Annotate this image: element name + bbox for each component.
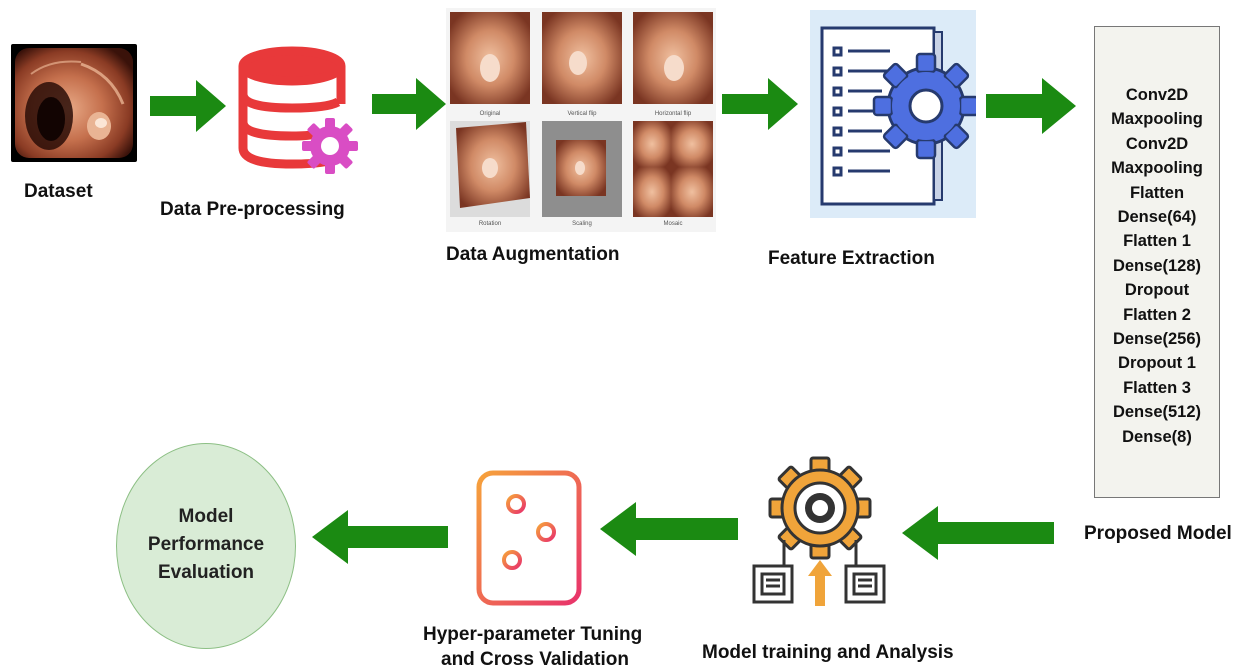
flow-arrow-3 (722, 78, 798, 130)
model-layer: Dense(8) (1122, 427, 1192, 446)
flow-arrow-5 (902, 506, 1054, 560)
aug-caption-mosaic: Mosaic (663, 221, 683, 227)
flow-arrow-6 (600, 502, 738, 556)
tuning-label-line1: Hyper-parameter Tuning (423, 624, 643, 645)
feature-extraction-label: Feature Extraction (768, 248, 935, 269)
model-layer: Dropout (1124, 281, 1190, 300)
preprocessing-label: Data Pre-processing (160, 199, 345, 220)
flow-arrow-2 (372, 78, 446, 130)
model-layer: Dense(512) (1112, 403, 1202, 422)
evaluation-label: Model Performance Evaluation (116, 503, 296, 587)
model-layer: Maxpooling (1111, 159, 1203, 178)
training-label: Model training and Analysis (702, 642, 954, 663)
proposed-model-box: Conv2D Maxpooling Conv2D Maxpooling Flat… (1094, 26, 1220, 498)
training-gear-icon (752, 456, 886, 606)
model-layer: Maxpooling (1111, 110, 1203, 129)
database-gear-icon (238, 46, 358, 174)
aug-caption-original: Original (479, 111, 501, 117)
flow-arrow-7 (312, 510, 448, 564)
model-layer: Flatten (1129, 183, 1185, 202)
model-layer-list: Conv2D Maxpooling Conv2D Maxpooling Flat… (1095, 83, 1219, 449)
model-layer: Dense(64) (1117, 208, 1197, 227)
aug-caption-horizontal-flip: Horizontal flip (654, 111, 692, 117)
augmentation-label: Data Augmentation (446, 244, 620, 265)
model-layer: Flatten 3 (1123, 378, 1191, 397)
dataset-image (11, 44, 137, 162)
proposed-model-label: Proposed Model (1084, 523, 1232, 544)
evaluation-line: Model (178, 506, 234, 527)
model-layer: Conv2D (1125, 86, 1189, 104)
aug-caption-rotation: Rotation (478, 221, 502, 227)
tuning-label-line2: and Cross Validation (441, 649, 629, 670)
evaluation-line: Evaluation (157, 562, 255, 583)
aug-caption-scaling: Scaling (572, 221, 592, 227)
model-layer: Dense(256) (1112, 330, 1202, 349)
model-layer: Dense(128) (1112, 256, 1202, 275)
sliders-icon (476, 470, 582, 606)
aug-caption-vertical-flip: Vertical flip (567, 111, 597, 117)
model-layer: Flatten 2 (1123, 305, 1191, 324)
model-layer: Conv2D (1125, 134, 1189, 153)
augmentation-grid: Original Vertical flip Horizontal flip R… (446, 8, 716, 232)
flow-arrow-1 (150, 80, 226, 132)
evaluation-line: Performance (147, 534, 265, 555)
model-layer: Flatten 1 (1123, 232, 1191, 251)
dataset-label: Dataset (24, 181, 93, 202)
evaluation-circle (116, 443, 296, 649)
flow-arrow-4 (986, 78, 1076, 134)
model-layer: Dropout 1 (1118, 354, 1196, 373)
document-gear-icon (810, 10, 976, 218)
